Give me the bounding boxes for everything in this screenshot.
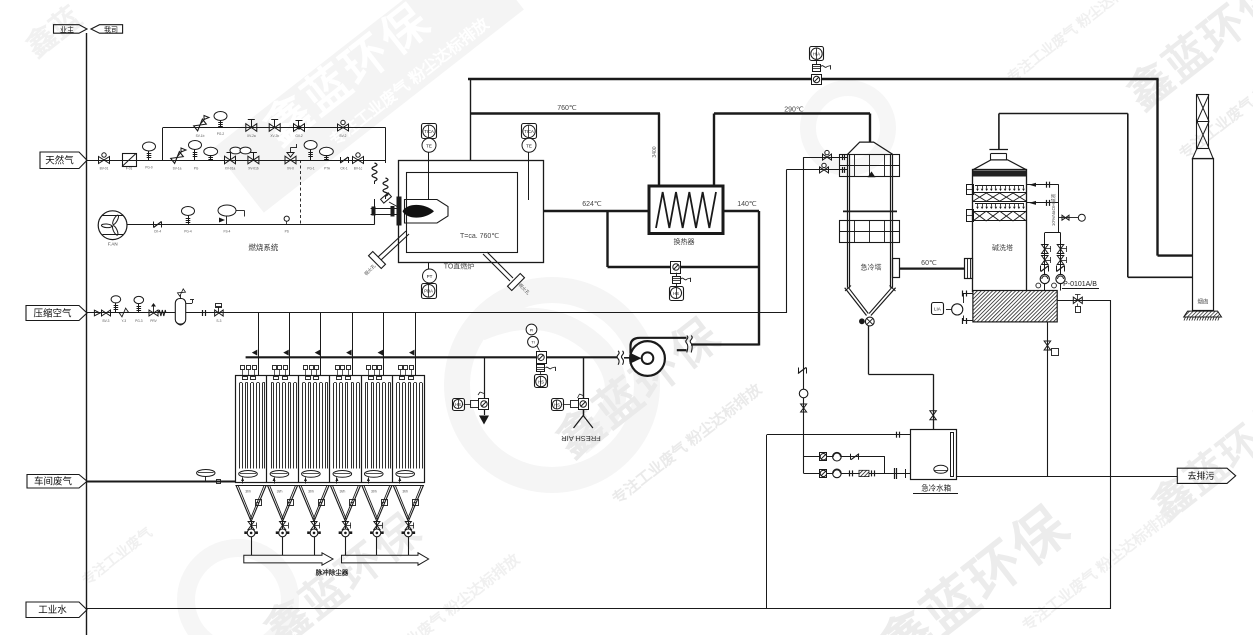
svg-text:PI: PI — [530, 328, 534, 332]
svg-text:急冷塔: 急冷塔 — [861, 263, 882, 272]
svg-text:TE: TE — [426, 143, 432, 148]
svg-text:急冷水箱: 急冷水箱 — [921, 483, 951, 493]
svg-text:换热器: 换热器 — [674, 237, 695, 246]
svg-text:TICA: TICA — [524, 129, 534, 134]
svg-text:去排污: 去排污 — [1187, 470, 1214, 481]
svg-text:XV-2a: XV-2a — [247, 134, 256, 138]
svg-text:燃烧系统: 燃烧系统 — [248, 242, 278, 252]
svg-text:压缩空气: 压缩空气 — [33, 307, 72, 319]
svg-text:TO直燃炉: TO直燃炉 — [444, 262, 475, 271]
svg-text:HS: HS — [554, 402, 560, 407]
svg-text:F-01: F-01 — [126, 167, 133, 171]
svg-text:3t/h: 3t/h — [308, 490, 314, 494]
svg-text:BV-01: BV-01 — [100, 167, 109, 171]
svg-text:PRV: PRV — [150, 319, 157, 323]
svg-text:PG-2: PG-2 — [217, 132, 225, 136]
svg-text:760℃: 760℃ — [557, 105, 577, 112]
svg-text:SV-1b: SV-1b — [196, 134, 205, 138]
svg-text:3t/h: 3t/h — [245, 490, 251, 494]
svg-text:60℃: 60℃ — [921, 260, 937, 267]
svg-text:CK-4: CK-4 — [154, 230, 161, 234]
svg-text:天然气: 天然气 — [45, 155, 74, 167]
svg-text:XV-01a: XV-01a — [225, 167, 236, 171]
svg-text:624℃: 624℃ — [582, 201, 602, 208]
svg-text:HS: HS — [455, 402, 461, 407]
svg-text:290℃: 290℃ — [784, 107, 804, 114]
svg-text:P-0101A/B: P-0101A/B — [1063, 281, 1097, 288]
svg-text:PT: PT — [427, 274, 433, 279]
svg-text:TI: TI — [531, 341, 534, 345]
svg-text:LIA: LIA — [934, 306, 941, 311]
svg-text:PTA: PTA — [324, 167, 331, 171]
svg-text:3t/h: 3t/h — [371, 490, 377, 494]
svg-text:10%NaOH碱液: 10%NaOH碱液 — [1050, 194, 1057, 227]
svg-text:140℃: 140℃ — [737, 201, 757, 208]
svg-text:我司: 我司 — [104, 25, 118, 34]
svg-text:Y-3: Y-3 — [121, 319, 126, 323]
svg-text:PG: PG — [194, 167, 199, 171]
svg-text:BV-3: BV-3 — [103, 319, 110, 323]
svg-text:FRESH AIR: FRESH AIR — [561, 434, 601, 443]
svg-text:脉冲除尘器: 脉冲除尘器 — [315, 568, 349, 577]
svg-text:S-3: S-3 — [216, 319, 221, 323]
svg-text:TE: TE — [526, 143, 532, 148]
svg-text:3400: 3400 — [652, 146, 658, 157]
svg-text:PG-1: PG-1 — [307, 167, 315, 171]
svg-text:CK-1: CK-1 — [340, 167, 347, 171]
svg-text:工业水: 工业水 — [38, 604, 67, 616]
svg-text:车间废气: 车间废气 — [34, 476, 73, 488]
svg-text:PS: PS — [285, 230, 289, 234]
svg-text:F.AN: F.AN — [108, 242, 118, 247]
svg-text:XV-2b: XV-2b — [270, 134, 279, 138]
svg-text:PG-3: PG-3 — [135, 319, 143, 323]
svg-text:3t/h: 3t/h — [402, 490, 408, 494]
svg-text:PG-0: PG-0 — [145, 166, 153, 170]
svg-text:碱洗塔: 碱洗塔 — [992, 243, 1013, 252]
svg-text:XV-01b: XV-01b — [248, 167, 259, 171]
svg-text:HIA: HIA — [813, 52, 820, 57]
svg-text:3t/h: 3t/h — [277, 490, 283, 494]
svg-text:HS: HS — [673, 291, 679, 296]
svg-text:PDA: PDA — [424, 289, 433, 294]
svg-text:GV-2: GV-2 — [295, 134, 302, 138]
svg-text:PG-4: PG-4 — [184, 230, 192, 234]
svg-text:TICA: TICA — [424, 129, 434, 134]
svg-text:T=ca. 760℃: T=ca. 760℃ — [460, 233, 499, 240]
svg-text:业主: 业主 — [60, 25, 74, 34]
svg-text:FS-4: FS-4 — [224, 230, 231, 234]
svg-text:XV-0: XV-0 — [287, 167, 294, 171]
svg-text:HS: HS — [538, 379, 544, 384]
svg-text:SV-1a: SV-1a — [173, 167, 182, 171]
svg-text:BV-2: BV-2 — [340, 134, 347, 138]
svg-text:烟囱: 烟囱 — [1197, 298, 1208, 306]
svg-text:3t/h: 3t/h — [340, 490, 346, 494]
svg-text:BV-1c: BV-1c — [354, 167, 363, 171]
